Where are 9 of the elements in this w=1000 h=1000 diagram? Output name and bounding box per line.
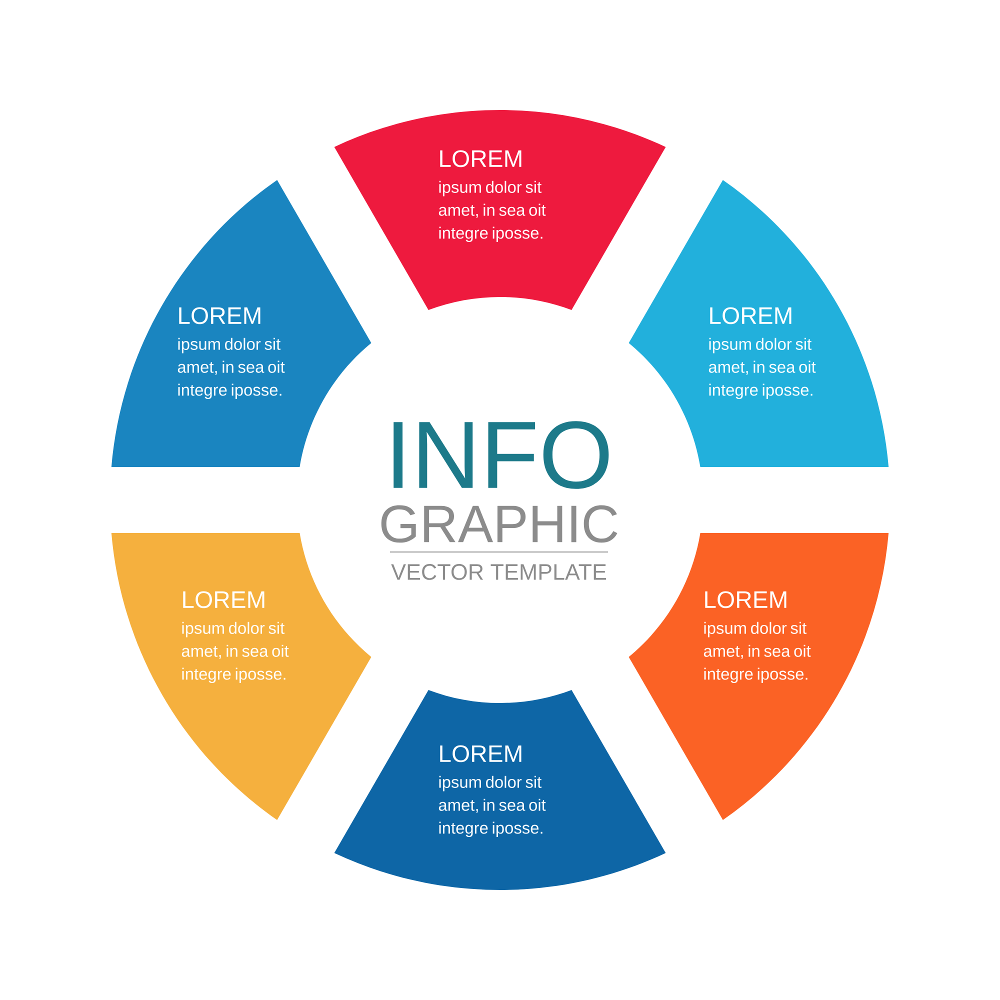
subheading: GRAPHIC [381,505,618,543]
segment: LOREM ipsum dolor sit amet, in sea oit integre iposse. [628,533,889,820]
segment: LOREM ipsum dolor sit amet, in sea oit integre iposse. [334,110,666,310]
tagline: VECTOR TEMPLATE [391,564,606,580]
segment: LOREM ipsum dolor sit amet, in sea oit integre iposse. [111,533,372,820]
big-heading: INFO [394,421,609,489]
segment: LOREM ipsum dolor sit amet, in sea oit integre iposse. [334,690,666,890]
segment: LOREM ipsum dolor sit amet, in sea oit integre iposse. [628,180,889,467]
segment: LOREM ipsum dolor sit amet, in sea oit integre iposse. [111,180,372,467]
